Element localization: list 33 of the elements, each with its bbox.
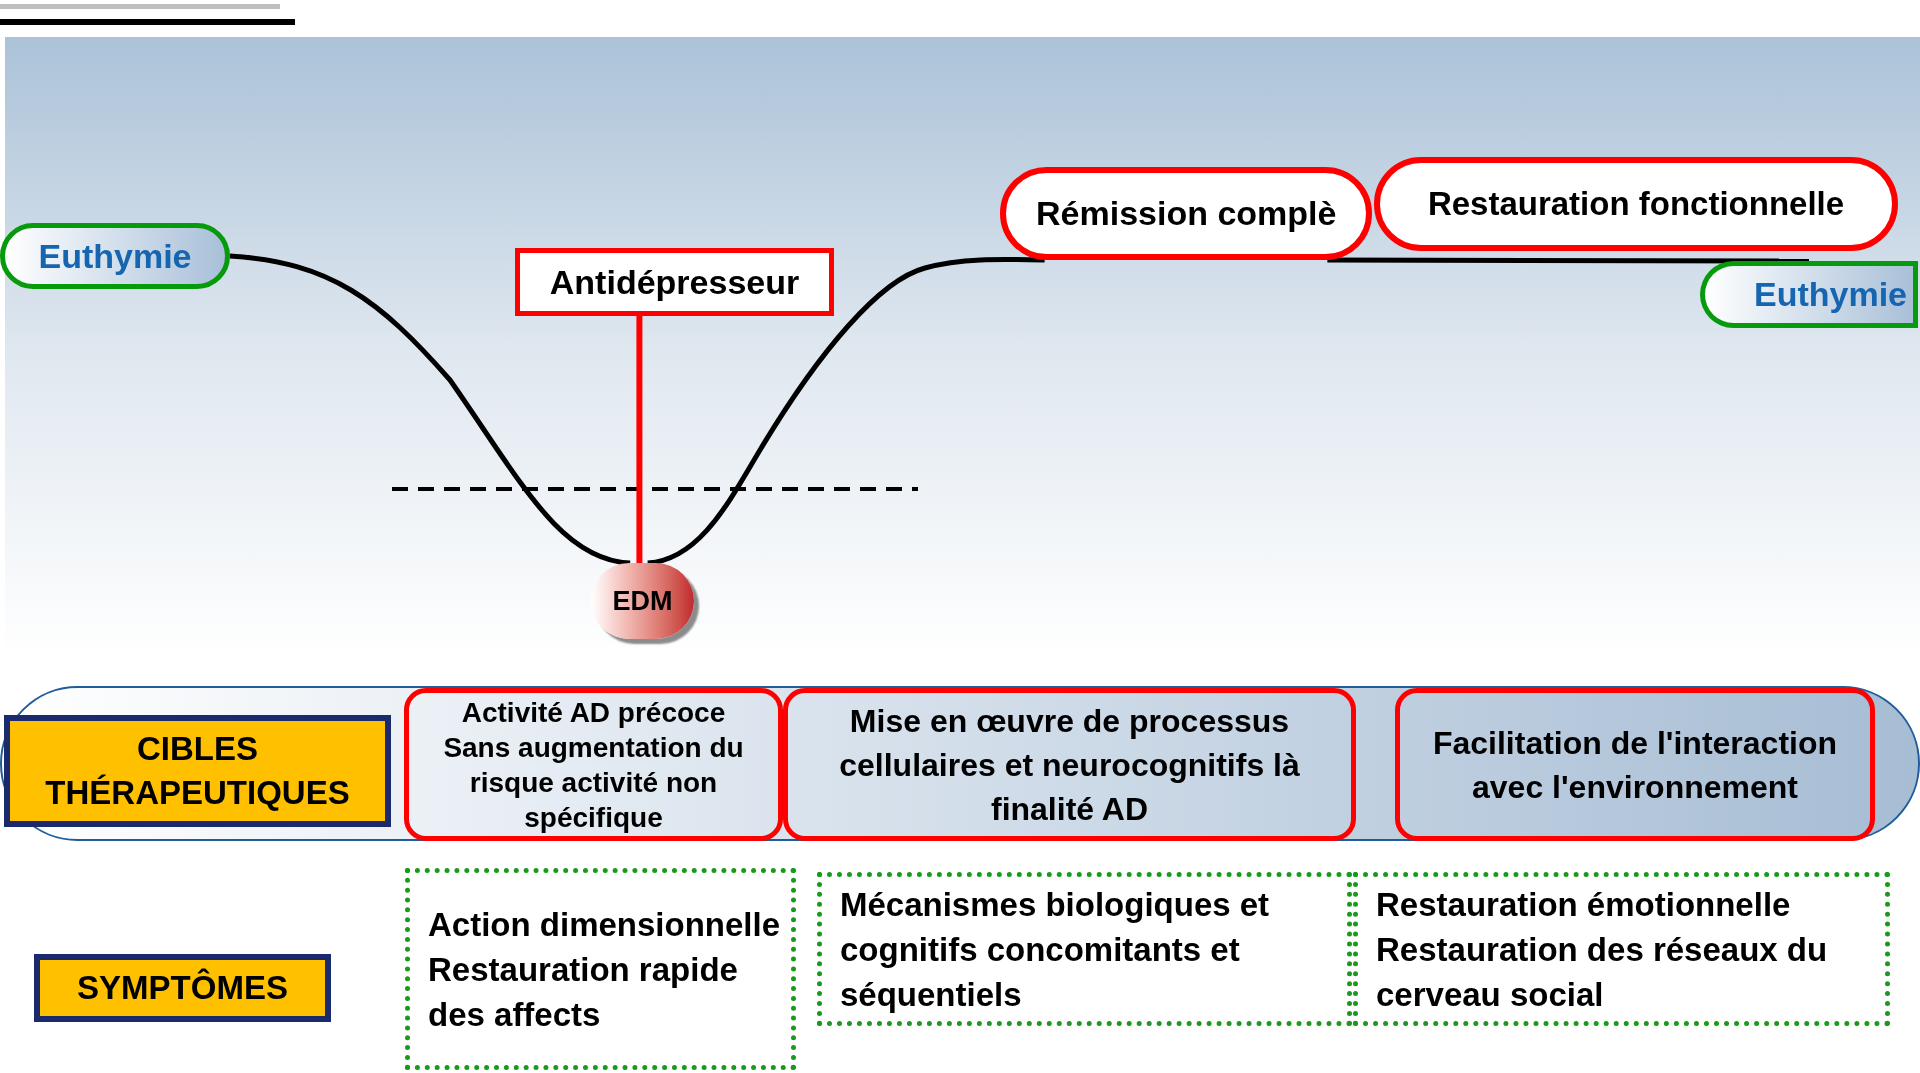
node-text: Restauration des réseaux du cerveau social <box>1376 929 1829 1015</box>
node-text: Restauration émotionnelle <box>1376 884 1792 925</box>
target-box <box>783 688 1356 841</box>
connector-line <box>636 316 643 563</box>
mood-curve <box>229 253 631 566</box>
node-text: Restauration rapide des affects <box>428 949 739 1035</box>
symptom-box <box>405 868 796 1070</box>
state-pill <box>1700 261 1918 328</box>
node-text: Mise en œuvre de processus cellulaires et neurocognitifs là finalité AD <box>838 701 1301 829</box>
category-label-box <box>34 954 331 1022</box>
treatment-box <box>515 248 834 316</box>
node-text: CIBLES THÉRAPEUTIQUES <box>44 729 351 813</box>
mood-curve <box>1327 257 1809 264</box>
node-text: Restauration fonctionnelle <box>1427 184 1845 225</box>
node-text: Sans augmentation du risque activité non spécifique <box>442 730 745 835</box>
node-text: Euthymie <box>1753 274 1907 315</box>
mood-curve <box>647 256 1045 566</box>
node-text: Euthymie <box>38 235 192 277</box>
category-label-box <box>4 715 391 827</box>
target-box <box>404 688 783 841</box>
node-text: SYMPTÔMES <box>77 967 288 1009</box>
node-text: Facilitation de l'interaction avec l'environnement <box>1431 723 1839 807</box>
symptom-box <box>817 872 1352 1026</box>
node-text: Rémission complè <box>1036 193 1337 234</box>
node-text: Antidépresseur <box>549 261 800 303</box>
target-band <box>0 686 1920 841</box>
node-text: Action dimensionnelle <box>428 904 782 945</box>
node-text: Mécanismes biologiques et cognitifs concomitants et séquentiels <box>840 884 1271 1015</box>
state-pill <box>0 223 230 289</box>
symptom-box <box>1353 872 1890 1026</box>
node-text: EDM <box>612 584 673 618</box>
target-box <box>1395 688 1875 841</box>
node-text: Activité AD précoce <box>461 695 726 730</box>
